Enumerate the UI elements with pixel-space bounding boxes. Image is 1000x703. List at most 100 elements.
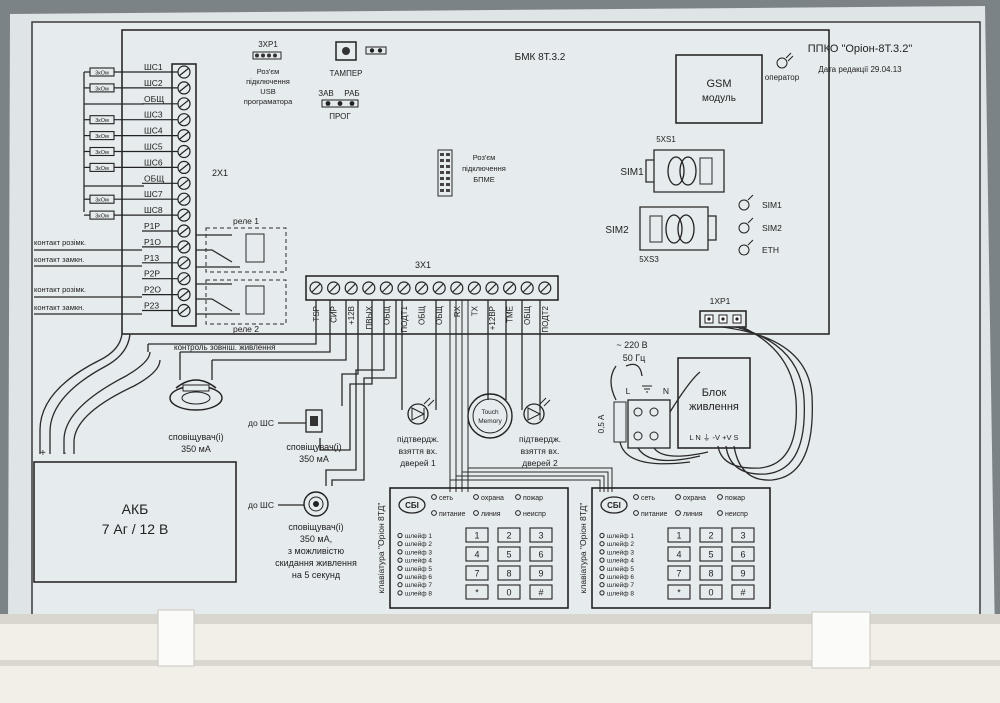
terminal-2x1-label: Р13 <box>144 253 159 263</box>
terminal-3x1-label: ПВЫХ <box>365 305 374 329</box>
terminal-2x1-label: ШС4 <box>144 126 163 136</box>
keypad-key-label: 6 <box>740 550 745 560</box>
mode-jumper-icon <box>321 99 359 108</box>
siren1-wires <box>179 300 347 380</box>
usb-connector <box>252 51 282 60</box>
terminal-2x1-label: ОБЩ <box>144 173 164 183</box>
keypad-loop-label: шлейф 8 <box>405 589 432 597</box>
siren3-label-4: скидання живлення <box>275 558 357 568</box>
terminal-2x1-screw-slot <box>178 194 190 204</box>
door2-label-1: підтвердж. <box>519 434 561 444</box>
keypad-loop-led <box>397 590 403 596</box>
keypad-status-led <box>515 510 521 516</box>
battery-wire-plus <box>39 333 131 454</box>
terminal-3x1-label: +12ВР <box>488 306 497 330</box>
keypad-key <box>699 527 723 543</box>
relay2-box <box>205 279 287 325</box>
bpme-label-2: підключення <box>462 164 506 173</box>
ext-power-label: контроль зовніш. живлення <box>174 343 275 352</box>
keypad-key <box>731 565 755 581</box>
keypad-key <box>667 527 691 543</box>
siren3-label-1: сповіщувач(і) <box>288 522 343 532</box>
keypad-loop-led <box>599 549 605 555</box>
gsm-sublabel: модуль <box>702 93 736 104</box>
mains-l: L <box>626 386 631 396</box>
keypad-key-label: 3 <box>740 531 745 541</box>
siren2-to-loop: до ШС <box>248 418 274 428</box>
usb-label-4: програматора <box>244 97 293 106</box>
terminal-2x1-name: 2X1 <box>212 168 228 178</box>
resistor-value: 3кОм <box>95 150 109 156</box>
keypad-key <box>465 527 489 543</box>
touch-memory-label-1: Touch <box>481 409 499 416</box>
usb-label-2: підключення <box>246 77 290 86</box>
loop-common-bus <box>83 72 144 212</box>
usb-label-1: Роз'єм <box>257 67 280 76</box>
battery-minus: - <box>63 448 66 459</box>
terminal-3x1-label: TX <box>470 305 479 316</box>
terminal-3x1-screw-slot <box>522 283 532 293</box>
terminal-2x1-label: ШС8 <box>144 205 163 215</box>
keypad-key-label: 9 <box>538 569 543 579</box>
keypad-loop-led <box>599 590 605 596</box>
siren3-label-5: на 5 секунд <box>292 570 341 580</box>
keypad-loop-label: шлейф 1 <box>607 532 634 540</box>
siren2-label-1: сповіщувач(і) <box>286 442 341 452</box>
resistor-value: 3кОм <box>95 86 109 92</box>
touch-memory-label-2: Memory <box>478 418 502 425</box>
led1-wires <box>401 300 437 410</box>
keypad-key <box>699 584 723 600</box>
keypad-loop-label: шлейф 7 <box>405 581 432 589</box>
terminal-2x1-label: ШС5 <box>144 142 163 152</box>
siren1-label-2: 350 мА <box>181 444 211 454</box>
keypad-key-label: 2 <box>506 531 511 541</box>
terminal-2x1-screw-slot <box>178 274 190 284</box>
battery-label-1: АКБ <box>122 501 149 517</box>
ext-power-control-wires <box>147 300 331 353</box>
tamper-connector-icon <box>365 46 387 55</box>
keypad-status-label: сеть <box>439 495 453 502</box>
terminal-2x1 <box>171 63 197 327</box>
resistor-value: 3кОм <box>95 118 109 124</box>
keypad-status-label: питание <box>641 511 667 518</box>
terminal-2x1-rows: ШС1ШС2ОБЩШС3ШС4ШС5ШС6ОБЩШС7ШС8Р1РР1ОР13Р… <box>142 62 191 318</box>
keypad-key-label: 7 <box>474 569 479 579</box>
keypad-loop-label: шлейф 8 <box>607 589 634 597</box>
keypad-status-led <box>717 510 723 516</box>
contact-label-2: контакт замкн. <box>34 255 84 264</box>
keypad-key-label: 8 <box>506 569 511 579</box>
siren3-label-2: 350 мА, <box>300 534 332 544</box>
terminal-2x1-screw-slot <box>178 162 190 172</box>
keypad-bus-1 <box>449 468 469 492</box>
keypad-key-label: 5 <box>506 550 511 560</box>
latch-left <box>157 609 195 667</box>
terminal-2x1-screw-slot <box>178 67 190 77</box>
terminal-2x1-label: ШС6 <box>144 157 163 167</box>
terminal-3x1-screw-slot <box>399 283 409 293</box>
xp1-pins <box>704 314 742 324</box>
xp1-name: 1XP1 <box>710 296 731 306</box>
mains-terminal-block <box>627 399 671 449</box>
touch-memory-wires <box>487 300 507 400</box>
keypad-loop-label: шлейф 4 <box>405 557 432 565</box>
terminal-3x1-screw-slot <box>469 283 479 293</box>
mode-zav-label: ЗАВ <box>318 89 334 98</box>
fuse-rating: 0,5 А <box>597 414 606 433</box>
keypad-key <box>731 584 755 600</box>
sim2-connector-name: 5XS3 <box>639 255 659 264</box>
keypad-loop-led <box>397 541 403 547</box>
keypad-status-led <box>473 510 479 516</box>
gsm-label: GSM <box>706 78 731 90</box>
case-ledge-groove <box>0 660 1000 666</box>
operator-label: оператор <box>765 73 800 82</box>
door2-label-2: взяття вх. <box>521 446 560 456</box>
door1-label-2: взяття вх. <box>399 446 438 456</box>
terminal-3x1 <box>305 275 559 301</box>
keypad-key <box>667 565 691 581</box>
keypad-key-label: 0 <box>708 588 713 598</box>
keypad-loop-led <box>599 565 605 571</box>
siren3-icon <box>303 491 329 517</box>
keypad-status-label: охрана <box>683 495 706 502</box>
